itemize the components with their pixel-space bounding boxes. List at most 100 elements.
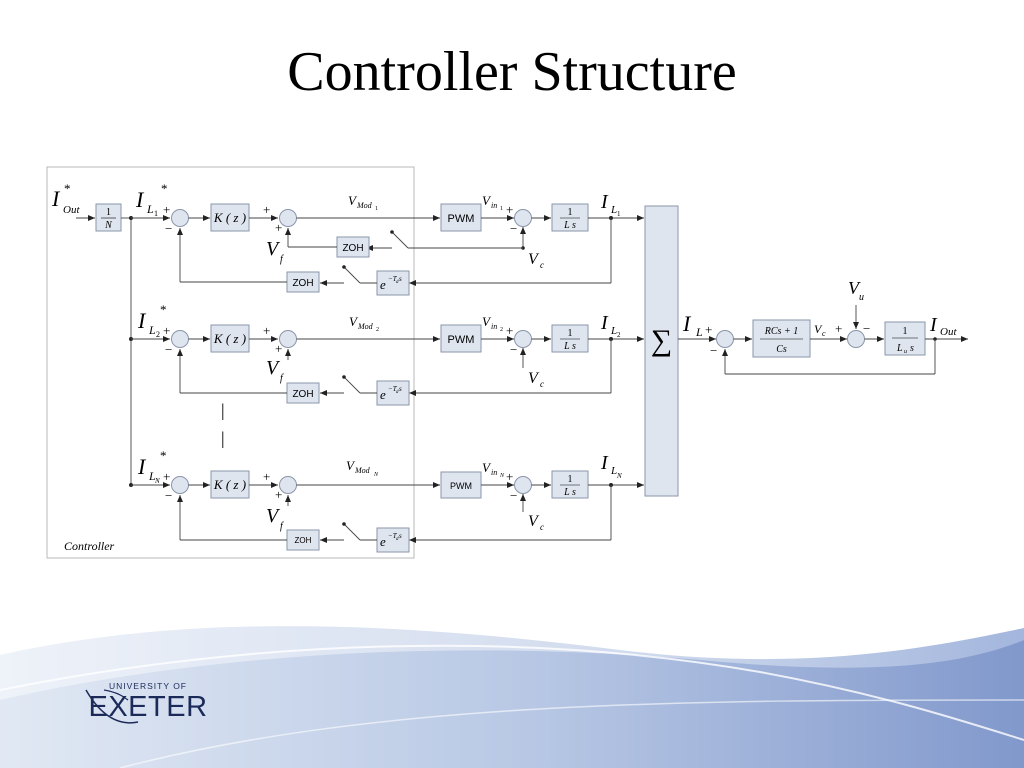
svg-text:c: c — [540, 522, 544, 532]
svg-text:I: I — [600, 191, 609, 213]
svg-text:−: − — [165, 221, 172, 236]
sum-junction-vu — [847, 330, 865, 348]
svg-text:L s: L s — [563, 220, 576, 231]
svg-text:1: 1 — [568, 207, 573, 218]
svg-text:1: 1 — [375, 206, 378, 212]
sum-junction-n — [171, 476, 189, 494]
svg-text:−T: −T — [388, 532, 398, 540]
svg-text:RCs + 1: RCs + 1 — [764, 326, 798, 337]
pwm-block-1 — [440, 203, 482, 232]
svg-text:V: V — [848, 278, 861, 298]
svg-text:2: 2 — [156, 330, 160, 339]
svg-text:V: V — [349, 314, 359, 329]
controller-kz-block-2 — [210, 324, 250, 353]
svg-text:+: + — [705, 322, 712, 337]
svg-text:ZOH: ZOH — [295, 536, 312, 545]
load-inductor-block — [884, 321, 926, 356]
svg-text:−: − — [510, 221, 517, 236]
svg-text:Cs: Cs — [776, 344, 787, 355]
svg-text:*: * — [64, 181, 71, 196]
svg-text:2: 2 — [617, 331, 621, 339]
logo-university-text: UNIVERSITY OF — [109, 681, 187, 691]
continuation-mark-1: | — [221, 400, 225, 420]
svg-text:d: d — [396, 537, 399, 542]
delay-block-1 — [376, 270, 410, 296]
svg-text:c: c — [540, 379, 544, 389]
svg-text:I: I — [600, 452, 609, 474]
svg-text:N: N — [616, 472, 622, 480]
svg-text:−T: −T — [388, 385, 398, 393]
capacitor-block — [752, 319, 811, 358]
svg-text:N: N — [499, 473, 505, 479]
svg-text:−: − — [863, 321, 870, 336]
svg-text:V: V — [528, 251, 540, 268]
pwm-block-2 — [440, 324, 482, 353]
svg-text:I: I — [51, 186, 61, 211]
svg-text:I: I — [929, 314, 938, 336]
svg-text:+: + — [263, 323, 270, 338]
svg-text:L s: L s — [563, 487, 576, 498]
svg-text:L: L — [148, 323, 156, 337]
svg-text:I: I — [137, 454, 147, 479]
svg-text:+: + — [275, 220, 282, 235]
sum-junction-vc-2 — [514, 330, 532, 348]
svg-text:Out: Out — [940, 326, 957, 338]
svg-text:PWM: PWM — [448, 334, 475, 346]
sum-junction-vc-n — [514, 476, 532, 494]
svg-text:L: L — [695, 325, 703, 339]
controller-label: Controller — [64, 539, 115, 553]
svg-text:ZOH: ZOH — [342, 243, 363, 254]
svg-text:s: s — [399, 275, 402, 283]
svg-text:V: V — [266, 357, 281, 379]
svg-text:+: + — [506, 469, 513, 484]
svg-text:−: − — [165, 488, 172, 503]
branch-2: I L 2 * + − K ( z ) + + V Mod 2 PWM V in… — [131, 302, 644, 406]
svg-text:e: e — [380, 534, 386, 549]
slide-title: Controller Structure — [287, 41, 737, 103]
svg-text:PWM: PWM — [448, 213, 475, 225]
svg-text:ZOH: ZOH — [292, 389, 313, 400]
svg-text:f: f — [280, 254, 284, 265]
svg-text:Mod: Mod — [356, 201, 373, 210]
plant-1-over-ls-block-n — [551, 470, 589, 499]
svg-text:1: 1 — [500, 206, 503, 212]
svg-text:+: + — [275, 341, 282, 356]
plant-1-over-ls-block-1 — [551, 203, 589, 232]
svg-text:1: 1 — [106, 207, 111, 218]
sum-junction-2 — [171, 330, 189, 348]
svg-text:V: V — [482, 193, 492, 208]
svg-text:V: V — [482, 460, 492, 475]
svg-text:+: + — [263, 202, 270, 217]
svg-text:K ( z ): K ( z ) — [213, 331, 246, 346]
svg-text:ZOH: ZOH — [292, 278, 313, 289]
svg-text:L: L — [896, 343, 903, 354]
svg-text:Mod: Mod — [354, 466, 371, 475]
svg-text:s: s — [399, 385, 402, 393]
svg-text:1: 1 — [154, 209, 158, 218]
sum-junction-vf-n — [279, 476, 297, 494]
sum-junction-output — [716, 330, 734, 348]
svg-text:−: − — [510, 488, 517, 503]
svg-text:L: L — [146, 202, 154, 216]
svg-text:in: in — [491, 201, 497, 210]
svg-text:2: 2 — [500, 327, 503, 333]
svg-text:s: s — [910, 343, 914, 354]
sigma-icon: ∑ — [651, 324, 672, 357]
svg-text:*: * — [160, 302, 167, 317]
svg-text:−T: −T — [388, 275, 398, 283]
svg-text:*: * — [161, 181, 168, 196]
svg-text:N: N — [373, 472, 379, 478]
svg-text:c: c — [822, 329, 826, 338]
svg-text:1: 1 — [617, 210, 621, 218]
gain-1-over-n-block — [95, 203, 122, 232]
svg-text:e: e — [380, 387, 386, 402]
plant-1-over-ls-block-2 — [551, 324, 589, 353]
sum-junction-1 — [171, 209, 189, 227]
svg-text:I: I — [135, 187, 145, 212]
svg-text:Mod: Mod — [357, 322, 374, 331]
svg-text:+: + — [163, 469, 170, 484]
footer-waves — [0, 626, 1024, 768]
controller-kz-block-n — [210, 470, 250, 499]
svg-text:+: + — [506, 202, 513, 217]
